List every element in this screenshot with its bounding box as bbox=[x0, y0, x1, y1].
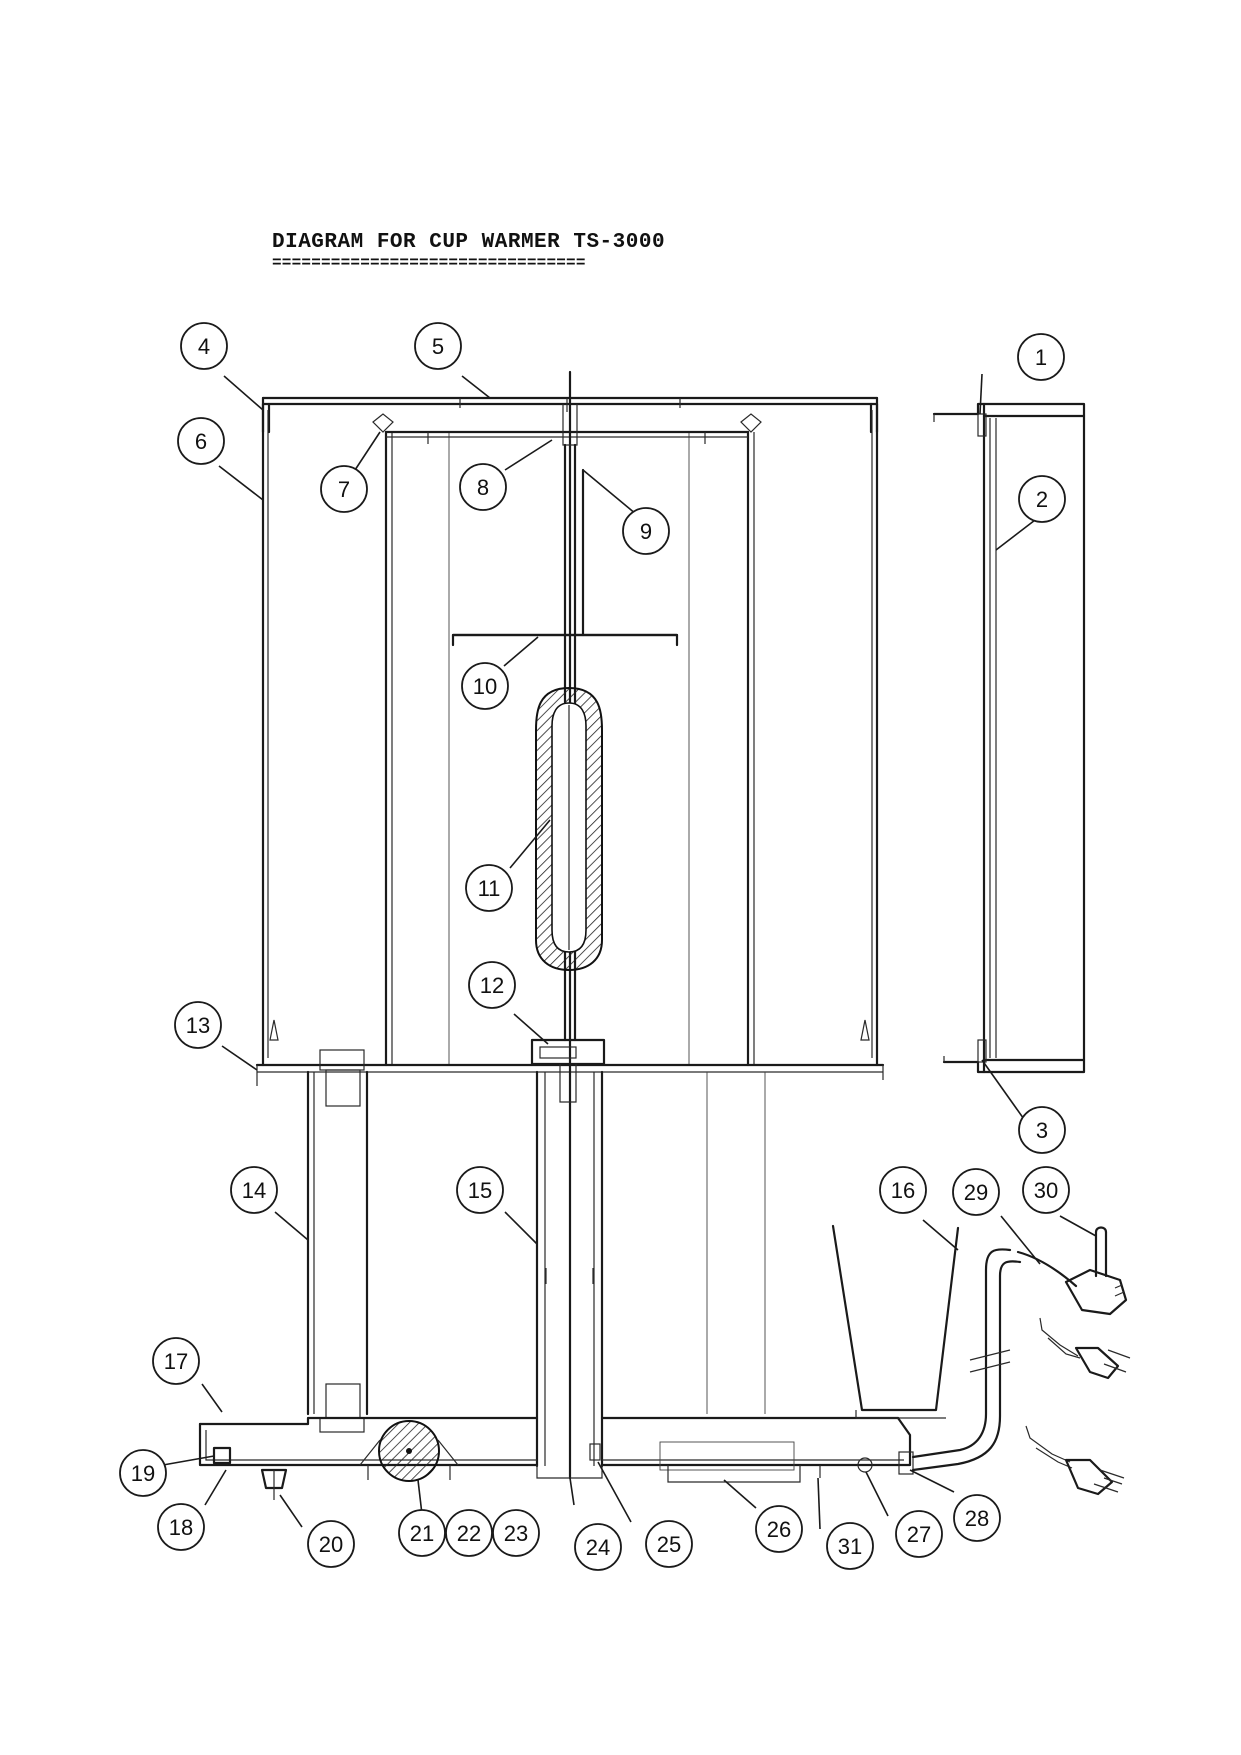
alternate-plug-three-pin bbox=[1025, 1425, 1125, 1496]
callout-15: 15 bbox=[456, 1166, 504, 1214]
base-housing bbox=[198, 1248, 1022, 1500]
callout-21: 21 bbox=[398, 1509, 446, 1557]
callout-28: 28 bbox=[953, 1494, 1001, 1542]
svg-text:19: 19 bbox=[131, 1461, 155, 1486]
svg-text:18: 18 bbox=[169, 1515, 193, 1540]
callout-25: 25 bbox=[645, 1520, 693, 1568]
svg-text:20: 20 bbox=[319, 1532, 343, 1557]
svg-text:21: 21 bbox=[410, 1521, 434, 1546]
svg-text:4: 4 bbox=[198, 334, 210, 359]
callout-16: 16 bbox=[879, 1166, 927, 1214]
svg-text:15: 15 bbox=[468, 1178, 492, 1203]
callout-4: 4 bbox=[180, 322, 228, 370]
callout-8: 8 bbox=[459, 463, 507, 511]
callout-27: 27 bbox=[895, 1510, 943, 1558]
power-plug bbox=[1016, 1226, 1128, 1316]
callout-3: 3 bbox=[1018, 1106, 1066, 1154]
title-underline: ================================ bbox=[272, 254, 586, 272]
callout-13: 13 bbox=[174, 1001, 222, 1049]
callout-7: 7 bbox=[320, 465, 368, 513]
callout-31: 31 bbox=[826, 1522, 874, 1570]
svg-text:5: 5 bbox=[432, 334, 444, 359]
callout-22: 22 bbox=[445, 1509, 493, 1557]
callout-18: 18 bbox=[157, 1503, 205, 1551]
svg-text:10: 10 bbox=[473, 674, 497, 699]
heating-element bbox=[535, 686, 603, 972]
leader-lines bbox=[162, 373, 1097, 1530]
svg-text:31: 31 bbox=[838, 1534, 862, 1559]
callout-17: 17 bbox=[152, 1337, 200, 1385]
cup bbox=[831, 1224, 960, 1419]
svg-text:24: 24 bbox=[586, 1535, 610, 1560]
svg-text:7: 7 bbox=[338, 477, 350, 502]
callout-19: 19 bbox=[119, 1449, 167, 1497]
diagram-title: DIAGRAM FOR CUP WARMER TS-3000 bbox=[272, 231, 666, 254]
callout-11: 11 bbox=[465, 864, 513, 912]
svg-text:22: 22 bbox=[457, 1521, 481, 1546]
svg-text:25: 25 bbox=[657, 1532, 681, 1557]
alternate-plug-two-pin bbox=[1039, 1317, 1131, 1380]
svg-text:9: 9 bbox=[640, 519, 652, 544]
svg-text:30: 30 bbox=[1034, 1178, 1058, 1203]
svg-text:26: 26 bbox=[767, 1517, 791, 1542]
svg-text:3: 3 bbox=[1036, 1118, 1048, 1143]
svg-text:13: 13 bbox=[186, 1013, 210, 1038]
callout-30: 30 bbox=[1022, 1166, 1070, 1214]
callout-5: 5 bbox=[414, 322, 462, 370]
callout-14: 14 bbox=[230, 1166, 278, 1214]
svg-text:1: 1 bbox=[1035, 345, 1047, 370]
callout-9: 9 bbox=[622, 507, 670, 555]
svg-text:11: 11 bbox=[478, 876, 501, 901]
svg-text:8: 8 bbox=[477, 475, 489, 500]
svg-text:16: 16 bbox=[891, 1178, 915, 1203]
callout-markers: 1 2 3 4 5 6 7 8 9 10 11 12 13 14 15 16 1… bbox=[119, 322, 1070, 1571]
callout-29: 29 bbox=[952, 1168, 1000, 1216]
svg-text:28: 28 bbox=[965, 1506, 989, 1531]
upper-housing bbox=[255, 396, 885, 1086]
callout-2: 2 bbox=[1018, 475, 1066, 523]
callout-12: 12 bbox=[468, 961, 516, 1009]
svg-text:29: 29 bbox=[964, 1180, 988, 1205]
callout-10: 10 bbox=[461, 662, 509, 710]
svg-text:27: 27 bbox=[907, 1522, 931, 1547]
callout-1: 1 bbox=[1017, 333, 1065, 381]
svg-text:14: 14 bbox=[242, 1178, 266, 1203]
callout-24: 24 bbox=[574, 1523, 622, 1571]
side-panel-view bbox=[932, 402, 1086, 1074]
svg-text:23: 23 bbox=[504, 1521, 528, 1546]
svg-text:12: 12 bbox=[480, 973, 504, 998]
lower-column bbox=[306, 1049, 766, 1433]
svg-text:6: 6 bbox=[195, 429, 207, 454]
svg-text:17: 17 bbox=[164, 1349, 188, 1374]
callout-26: 26 bbox=[755, 1505, 803, 1553]
svg-text:2: 2 bbox=[1036, 487, 1048, 512]
callout-23: 23 bbox=[492, 1509, 540, 1557]
callout-6: 6 bbox=[177, 417, 225, 465]
callout-20: 20 bbox=[307, 1520, 355, 1568]
